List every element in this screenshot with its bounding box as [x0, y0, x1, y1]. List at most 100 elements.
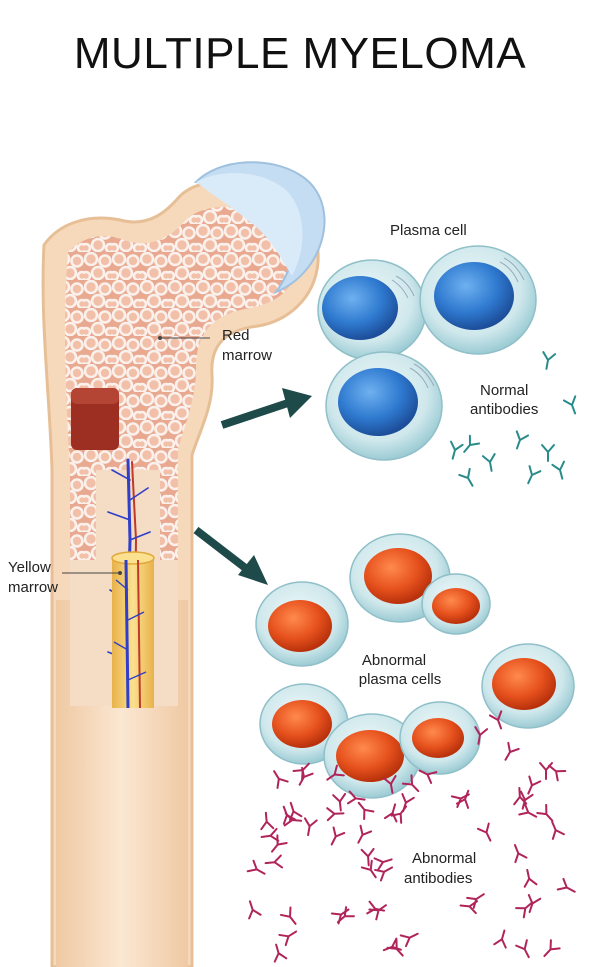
- abnormal-antibody-icon: [527, 775, 542, 795]
- normal-antibody-icon: [458, 467, 474, 487]
- normal-plasma-cell: [317, 259, 427, 361]
- abnormal-antibody-icon: [279, 906, 297, 925]
- abnormal-antibody-icon: [332, 792, 347, 812]
- abnormal-antibody-icon: [326, 807, 345, 822]
- abnormal-antibody-icon: [273, 943, 288, 963]
- abnormal-plasma-cell: [255, 581, 349, 667]
- abnormal-antibody-icon: [336, 906, 355, 924]
- red-marrow-leader-dot: [158, 336, 162, 340]
- normal-antibody-icon: [551, 460, 565, 480]
- diagram-title: MULTIPLE MYELOMA: [74, 29, 526, 78]
- abnormal-antibody-icon: [493, 929, 507, 949]
- abnormal-antibody-icon: [264, 854, 284, 869]
- abnormal-antibody-icon: [466, 893, 485, 909]
- red-marrow-label-line1: Red: [222, 327, 250, 344]
- abnormal-antibody-icon: [248, 900, 262, 920]
- abnormal-antibody-icon: [373, 857, 393, 871]
- abnormal-antibody-icon: [418, 769, 438, 784]
- normal-antibody-icon: [463, 434, 481, 453]
- abnormal-antibody-icon: [551, 820, 565, 840]
- femur-bone: [41, 161, 326, 967]
- abnormal-antibody-icon: [330, 908, 350, 925]
- abnormal-antibody-icon: [270, 834, 288, 853]
- normal-plasma-cells: [317, 245, 537, 461]
- normal-antibody-icon: [515, 430, 530, 450]
- arrow-to-abnormal-cells: [193, 526, 268, 585]
- abnormal-antibodies: [246, 710, 576, 963]
- abnormal-antibody-icon: [360, 847, 375, 867]
- abnormal-antibody-icon: [374, 866, 394, 882]
- abnormal-antibody-icon: [543, 939, 561, 958]
- abnormal-antibody-icon: [401, 793, 415, 813]
- abnormal-plasma-cells-label-line1: Abnormal: [362, 652, 426, 669]
- abnormal-antibody-icon: [520, 790, 534, 810]
- abnormal-antibody-icon: [288, 801, 303, 821]
- abnormal-antibody-icon: [515, 939, 530, 959]
- abnormal-antibody-icon: [246, 859, 266, 875]
- abnormal-antibody-icon: [383, 803, 398, 823]
- abnormal-antibody-icon: [283, 812, 303, 827]
- normal-antibody-icon: [542, 351, 557, 370]
- abnormal-antibodies-label-line2: antibodies: [404, 870, 472, 887]
- abnormal-antibody-icon: [518, 802, 538, 818]
- abnormal-antibody-icon: [488, 710, 503, 730]
- plasma-cell-label: Plasma cell: [390, 222, 467, 239]
- yellow-marrow-label-line2: marrow: [8, 579, 58, 596]
- abnormal-plasma-cells-label-line2: plasma cells: [359, 671, 442, 688]
- abnormal-antibody-icon: [474, 726, 489, 745]
- abnormal-antibody-icon: [548, 764, 567, 782]
- abnormal-antibody-icon: [523, 868, 538, 888]
- bone-cut-edge: [70, 560, 96, 706]
- normal-antibody-icon: [481, 453, 496, 472]
- normal-plasma-cell: [325, 351, 443, 461]
- normal-antibody-icon: [562, 395, 577, 415]
- abnormal-antibody-icon: [513, 844, 528, 864]
- abnormal-antibody-icon: [401, 774, 420, 793]
- abnormal-antibody-icon: [504, 741, 520, 761]
- red-marrow-block-highlight: [71, 388, 119, 404]
- red-marrow-callout: Red marrow: [158, 327, 272, 364]
- red-marrow-label-line2: marrow: [222, 347, 272, 364]
- abnormal-antibody-icon: [357, 824, 373, 844]
- abnormal-antibody-icon: [278, 930, 298, 947]
- abnormal-antibody-icon: [330, 826, 346, 846]
- normal-antibodies-label-line1: Normal: [480, 382, 528, 399]
- abnormal-antibody-icon: [292, 762, 310, 781]
- abnormal-antibody-icon: [360, 859, 377, 879]
- yellow-marrow-cylinder: [111, 551, 155, 709]
- normal-antibodies-label-line2: antibodies: [470, 401, 538, 418]
- cartilage-cap-face: [196, 172, 303, 276]
- yellow-marrow-leader-dot: [118, 571, 122, 575]
- abnormal-antibodies-label-line1: Abnormal: [412, 850, 476, 867]
- abnormal-plasma-cell: [481, 643, 575, 729]
- abnormal-antibody-icon: [476, 822, 492, 842]
- abnormal-antibody-icon: [303, 817, 318, 837]
- normal-antibodies: [450, 351, 577, 487]
- abnormal-antibody-icon: [556, 877, 576, 893]
- abnormal-antibody-icon: [539, 762, 553, 780]
- normal-antibody-icon: [541, 444, 555, 462]
- abnormal-antibody-icon: [382, 937, 402, 952]
- yellow-marrow-label-line1: Yellow: [8, 559, 51, 576]
- abnormal-plasma-cells: [255, 533, 575, 799]
- yellow-marrow-callout: Yellow marrow: [8, 559, 122, 596]
- abnormal-antibody-icon: [382, 775, 397, 794]
- abnormal-antibody-icon: [357, 801, 375, 821]
- abnormal-antibody-icon: [527, 894, 542, 914]
- abnormal-antibody-icon: [450, 793, 470, 809]
- abnormal-antibody-icon: [366, 900, 386, 915]
- abnormal-plasma-cell: [399, 701, 481, 775]
- abnormal-antibody-icon: [399, 932, 419, 948]
- abnormal-antibody-icon: [536, 803, 554, 822]
- arrow-to-normal-cells: [220, 388, 312, 429]
- abnormal-antibody-icon: [260, 811, 275, 831]
- normal-antibody-icon: [527, 465, 542, 485]
- abnormal-antibody-icon: [326, 764, 345, 781]
- normal-plasma-cell: [419, 245, 537, 355]
- abnormal-antibody-icon: [515, 901, 534, 919]
- abnormal-plasma-cell: [421, 573, 491, 635]
- abnormal-antibody-icon: [273, 770, 289, 789]
- normal-antibody-icon: [450, 440, 464, 460]
- abnormal-antibody-icon: [390, 805, 408, 824]
